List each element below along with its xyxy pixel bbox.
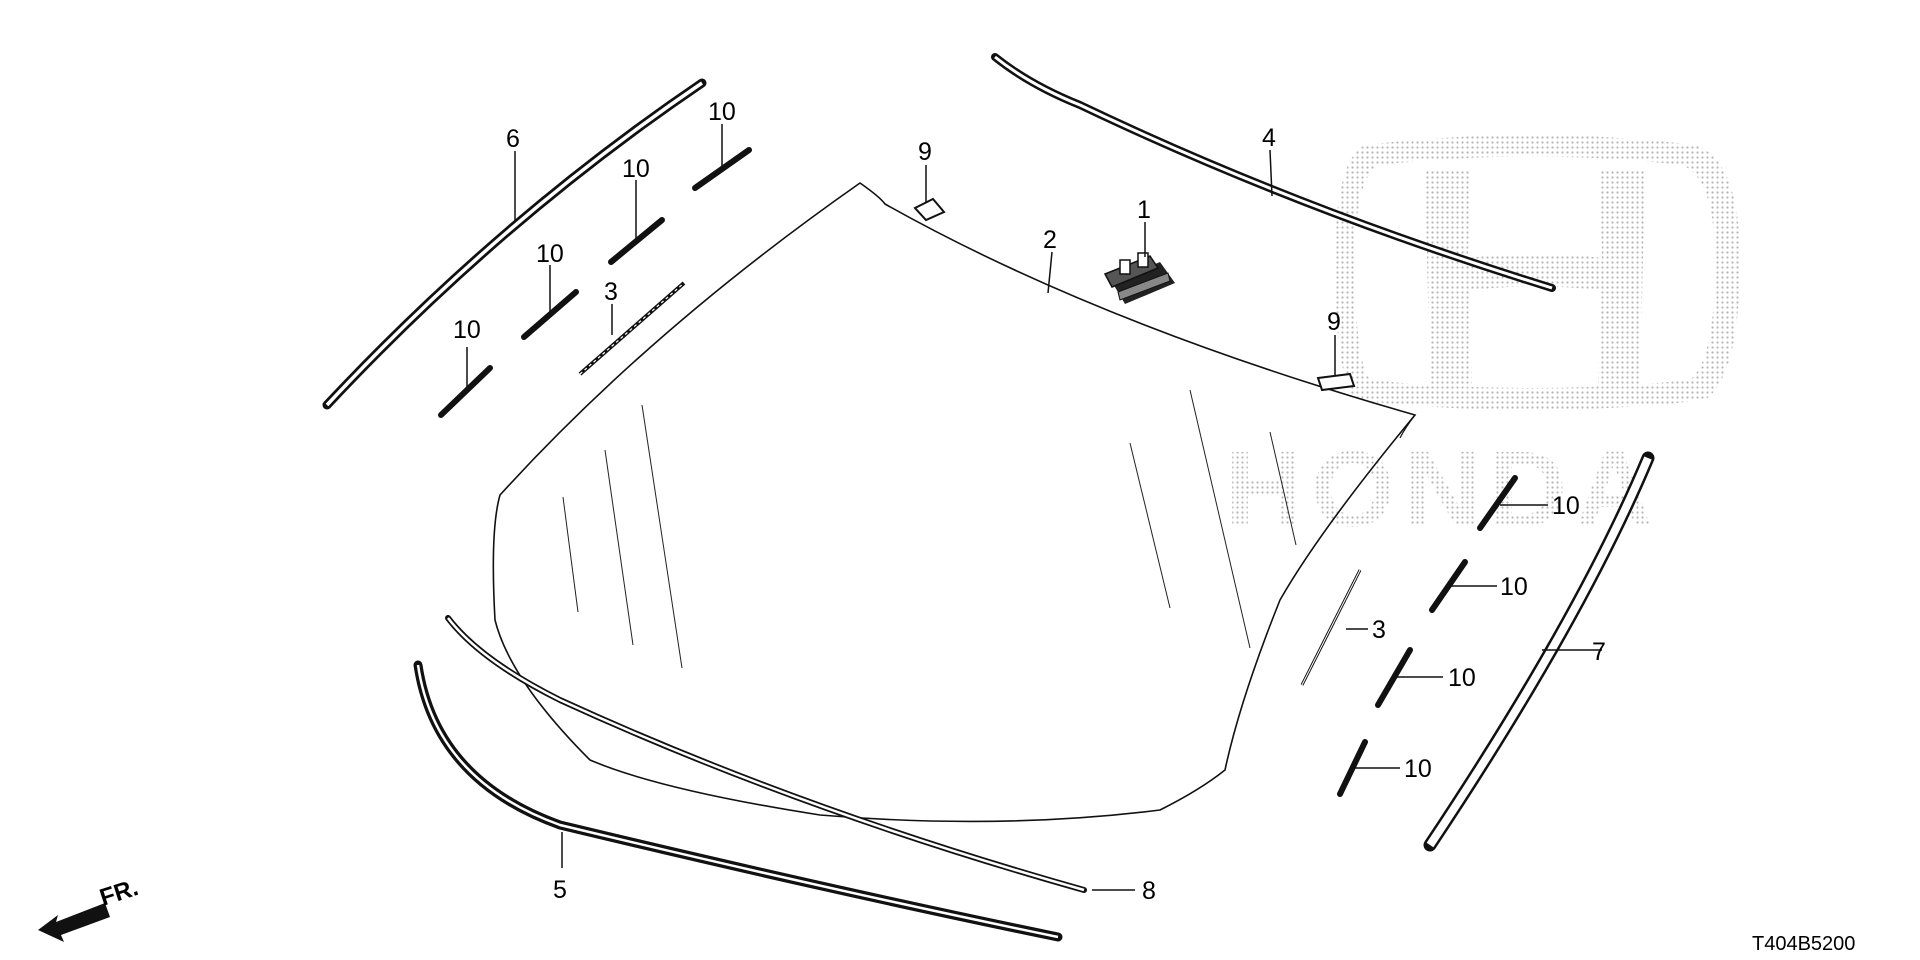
callout-3-left: 3 [604,278,618,306]
dam-rubber-8 [445,615,1087,893]
front-label: FR. [97,874,142,912]
callout-7: 7 [1592,638,1606,666]
callout-10-g: 10 [1448,664,1476,692]
tape-10-b [608,217,665,265]
callout-1: 1 [1137,196,1151,224]
callout-10-a: 10 [708,98,736,126]
roof-molding-4 [991,53,1556,292]
callout-4: 4 [1262,124,1276,152]
callout-6: 6 [506,125,520,153]
callout-labels: 1 2 3 3 4 5 6 7 8 9 9 10 10 10 10 10 10 … [453,98,1606,905]
callout-10-c: 10 [536,240,564,268]
callout-8: 8 [1142,877,1156,905]
callout-10-e: 10 [1552,492,1580,520]
tab-9-right [1316,372,1356,392]
callout-2: 2 [1043,226,1057,254]
pillar-molding-7 [1423,451,1655,852]
callout-10-f: 10 [1500,573,1528,601]
honda-h-logo-icon [1335,135,1740,410]
tape-10-d [438,365,493,418]
sensor-bracket-1 [1103,252,1175,304]
tape-10-a [692,147,752,191]
spacer-3-right [1300,569,1362,686]
callout-10-d: 10 [453,316,481,344]
diagram-code: T404B5200 [1752,933,1855,955]
callout-9-right: 9 [1327,308,1341,336]
callout-5: 5 [553,876,567,904]
tape-10-c [521,289,579,340]
cowl-molding-5 [413,660,1063,942]
tab-9-left [913,197,946,222]
windshield-glass [492,182,1417,823]
pillar-molding-6 [322,78,707,410]
callout-3-right: 3 [1372,616,1386,644]
spacer-3-left [578,281,686,376]
callout-9-left: 9 [918,138,932,166]
tape-10-e [1477,475,1518,531]
callout-10-h: 10 [1404,755,1432,783]
leader-lines [466,124,1602,891]
callout-10-b: 10 [622,155,650,183]
honda-wordmark: HONDA [1225,428,1661,549]
honda-watermark: HONDA [1225,135,1740,549]
front-indicator: FR. [38,874,142,942]
front-arrow-icon [38,903,110,942]
